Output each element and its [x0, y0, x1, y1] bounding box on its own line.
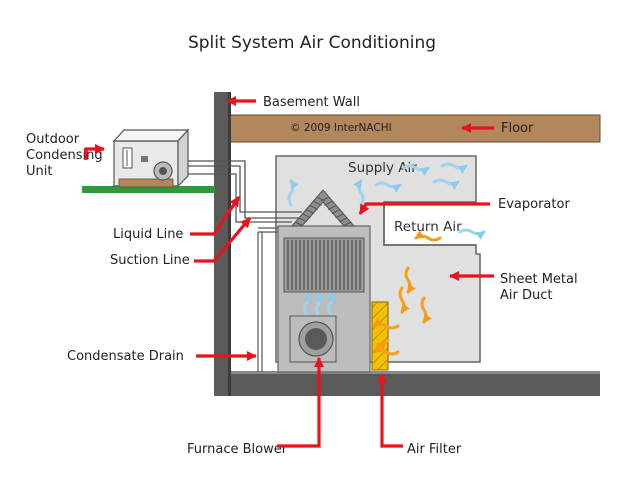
flow-arrow [398, 286, 410, 314]
furnace-blower [289, 315, 337, 363]
flow-arrow [440, 162, 468, 174]
arrow-outdoor-unit [84, 143, 106, 160]
basement-floor [226, 373, 600, 396]
flow-arrow [414, 230, 442, 242]
label-suction-line: Suction Line [110, 253, 190, 268]
label-basement-wall: Basement Wall [263, 95, 360, 110]
flow-arrow [458, 228, 486, 240]
supply-air-label: Supply Air [348, 160, 417, 176]
flow-arrow [287, 179, 299, 207]
return-air-label: Return Air [394, 219, 462, 235]
air-filter [371, 301, 389, 371]
label-furnace-blower: Furnace Blower [187, 442, 288, 457]
flow-arrow [327, 292, 338, 316]
flow-arrow [432, 178, 460, 190]
condensate-drain-pipe [257, 227, 300, 372]
flow-arrow [420, 296, 432, 324]
label-air-filter: Air Filter [407, 442, 462, 457]
flow-arrow [303, 292, 314, 316]
flow-arrow [374, 181, 402, 193]
flow-arrow [315, 292, 326, 316]
basement-floor-edge [226, 371, 600, 374]
outdoor-condensing-unit [112, 128, 190, 188]
arrow-furnace-blower [277, 356, 325, 448]
arrow-air-filter [376, 372, 403, 448]
label-sheet-metal-duct: Sheet Metal Air Duct [500, 272, 582, 303]
heat-exchanger-fins [287, 240, 361, 290]
arrow-evaporator [358, 202, 490, 215]
flow-arrow [402, 164, 430, 176]
duct-divider [383, 202, 476, 246]
supply-air-flow [287, 162, 486, 316]
callout-arrows [84, 95, 494, 448]
arrow-suction-line [194, 216, 252, 263]
flow-arrow [404, 266, 416, 294]
label-condensate-drain: Condensate Drain [67, 349, 184, 364]
return-air-flow [372, 230, 442, 356]
label-evaporator: Evaporator [498, 197, 570, 212]
label-outdoor-unit: Outdoor Condensing Unit [26, 132, 107, 179]
copyright-text: © 2009 InterNACHI [290, 122, 392, 134]
flow-arrow [353, 179, 365, 207]
basement-wall [214, 92, 231, 396]
diagram-title: Split System Air Conditioning [188, 33, 436, 53]
arrow-liquid-line [190, 196, 241, 236]
flow-arrow [372, 318, 400, 330]
evaporator-coil [290, 189, 356, 227]
flow-arrow [376, 338, 390, 351]
label-floor: Floor [501, 121, 534, 136]
floor-joist [225, 114, 601, 143]
label-liquid-line: Liquid Line [113, 227, 183, 242]
ground-grass [82, 186, 215, 193]
